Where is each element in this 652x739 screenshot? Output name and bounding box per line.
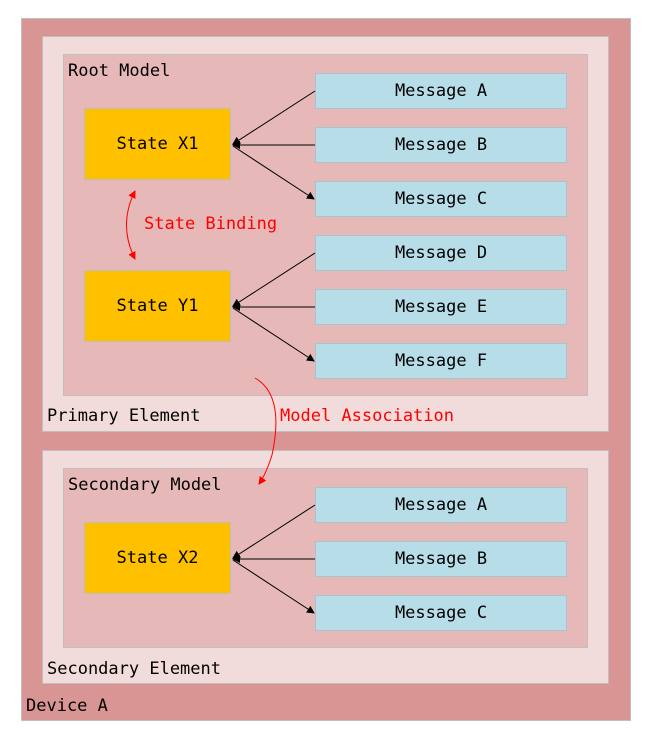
secondary-model-label: Secondary Model: [68, 475, 222, 495]
message-c-root: Message C: [315, 181, 567, 217]
state-y1: State Y1: [84, 270, 231, 342]
message-b-root: Message B: [315, 127, 567, 163]
root-model-label: Root Model: [68, 61, 171, 81]
state-binding-label: State Binding: [144, 214, 278, 234]
message-a-root: Message A: [315, 73, 567, 109]
state-x2: State X2: [84, 522, 231, 594]
message-f-root: Message F: [315, 343, 567, 379]
model-association-label: Model Association: [280, 406, 454, 426]
message-c-secondary: Message C: [315, 595, 567, 631]
message-b-secondary: Message B: [315, 541, 567, 577]
state-x1: State X1: [84, 108, 231, 180]
primary-element-label: Primary Element: [47, 406, 201, 426]
message-e-root: Message E: [315, 289, 567, 325]
device-label: Device A: [26, 696, 108, 716]
message-a-secondary: Message A: [315, 487, 567, 523]
message-d-root: Message D: [315, 235, 567, 271]
secondary-element-label: Secondary Element: [47, 659, 221, 679]
